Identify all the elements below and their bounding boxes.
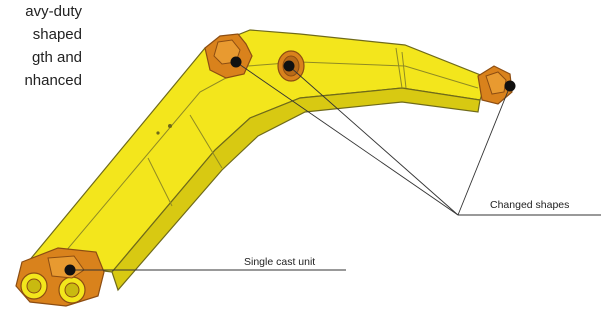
- changed-shapes-label: Changed shapes: [490, 199, 569, 211]
- intro-line: avy-duty: [0, 0, 82, 23]
- boom-weld-spot: [168, 124, 172, 128]
- foot-pin-boss: [65, 283, 79, 297]
- single-cast-unit-label: Single cast unit: [244, 256, 315, 268]
- foot-pin-boss: [27, 279, 41, 293]
- boom-weld-spot: [156, 131, 159, 134]
- callout-marker: [505, 81, 516, 92]
- callout-marker: [231, 57, 242, 68]
- callout-marker: [65, 265, 76, 276]
- intro-line: gth and: [0, 46, 82, 69]
- intro-line: shaped: [0, 23, 82, 46]
- boom-top-face: [28, 30, 488, 272]
- callout-marker: [284, 61, 295, 72]
- intro-line: nhanced: [0, 69, 82, 92]
- intro-text: avy-duty shaped gth and nhanced: [0, 0, 82, 92]
